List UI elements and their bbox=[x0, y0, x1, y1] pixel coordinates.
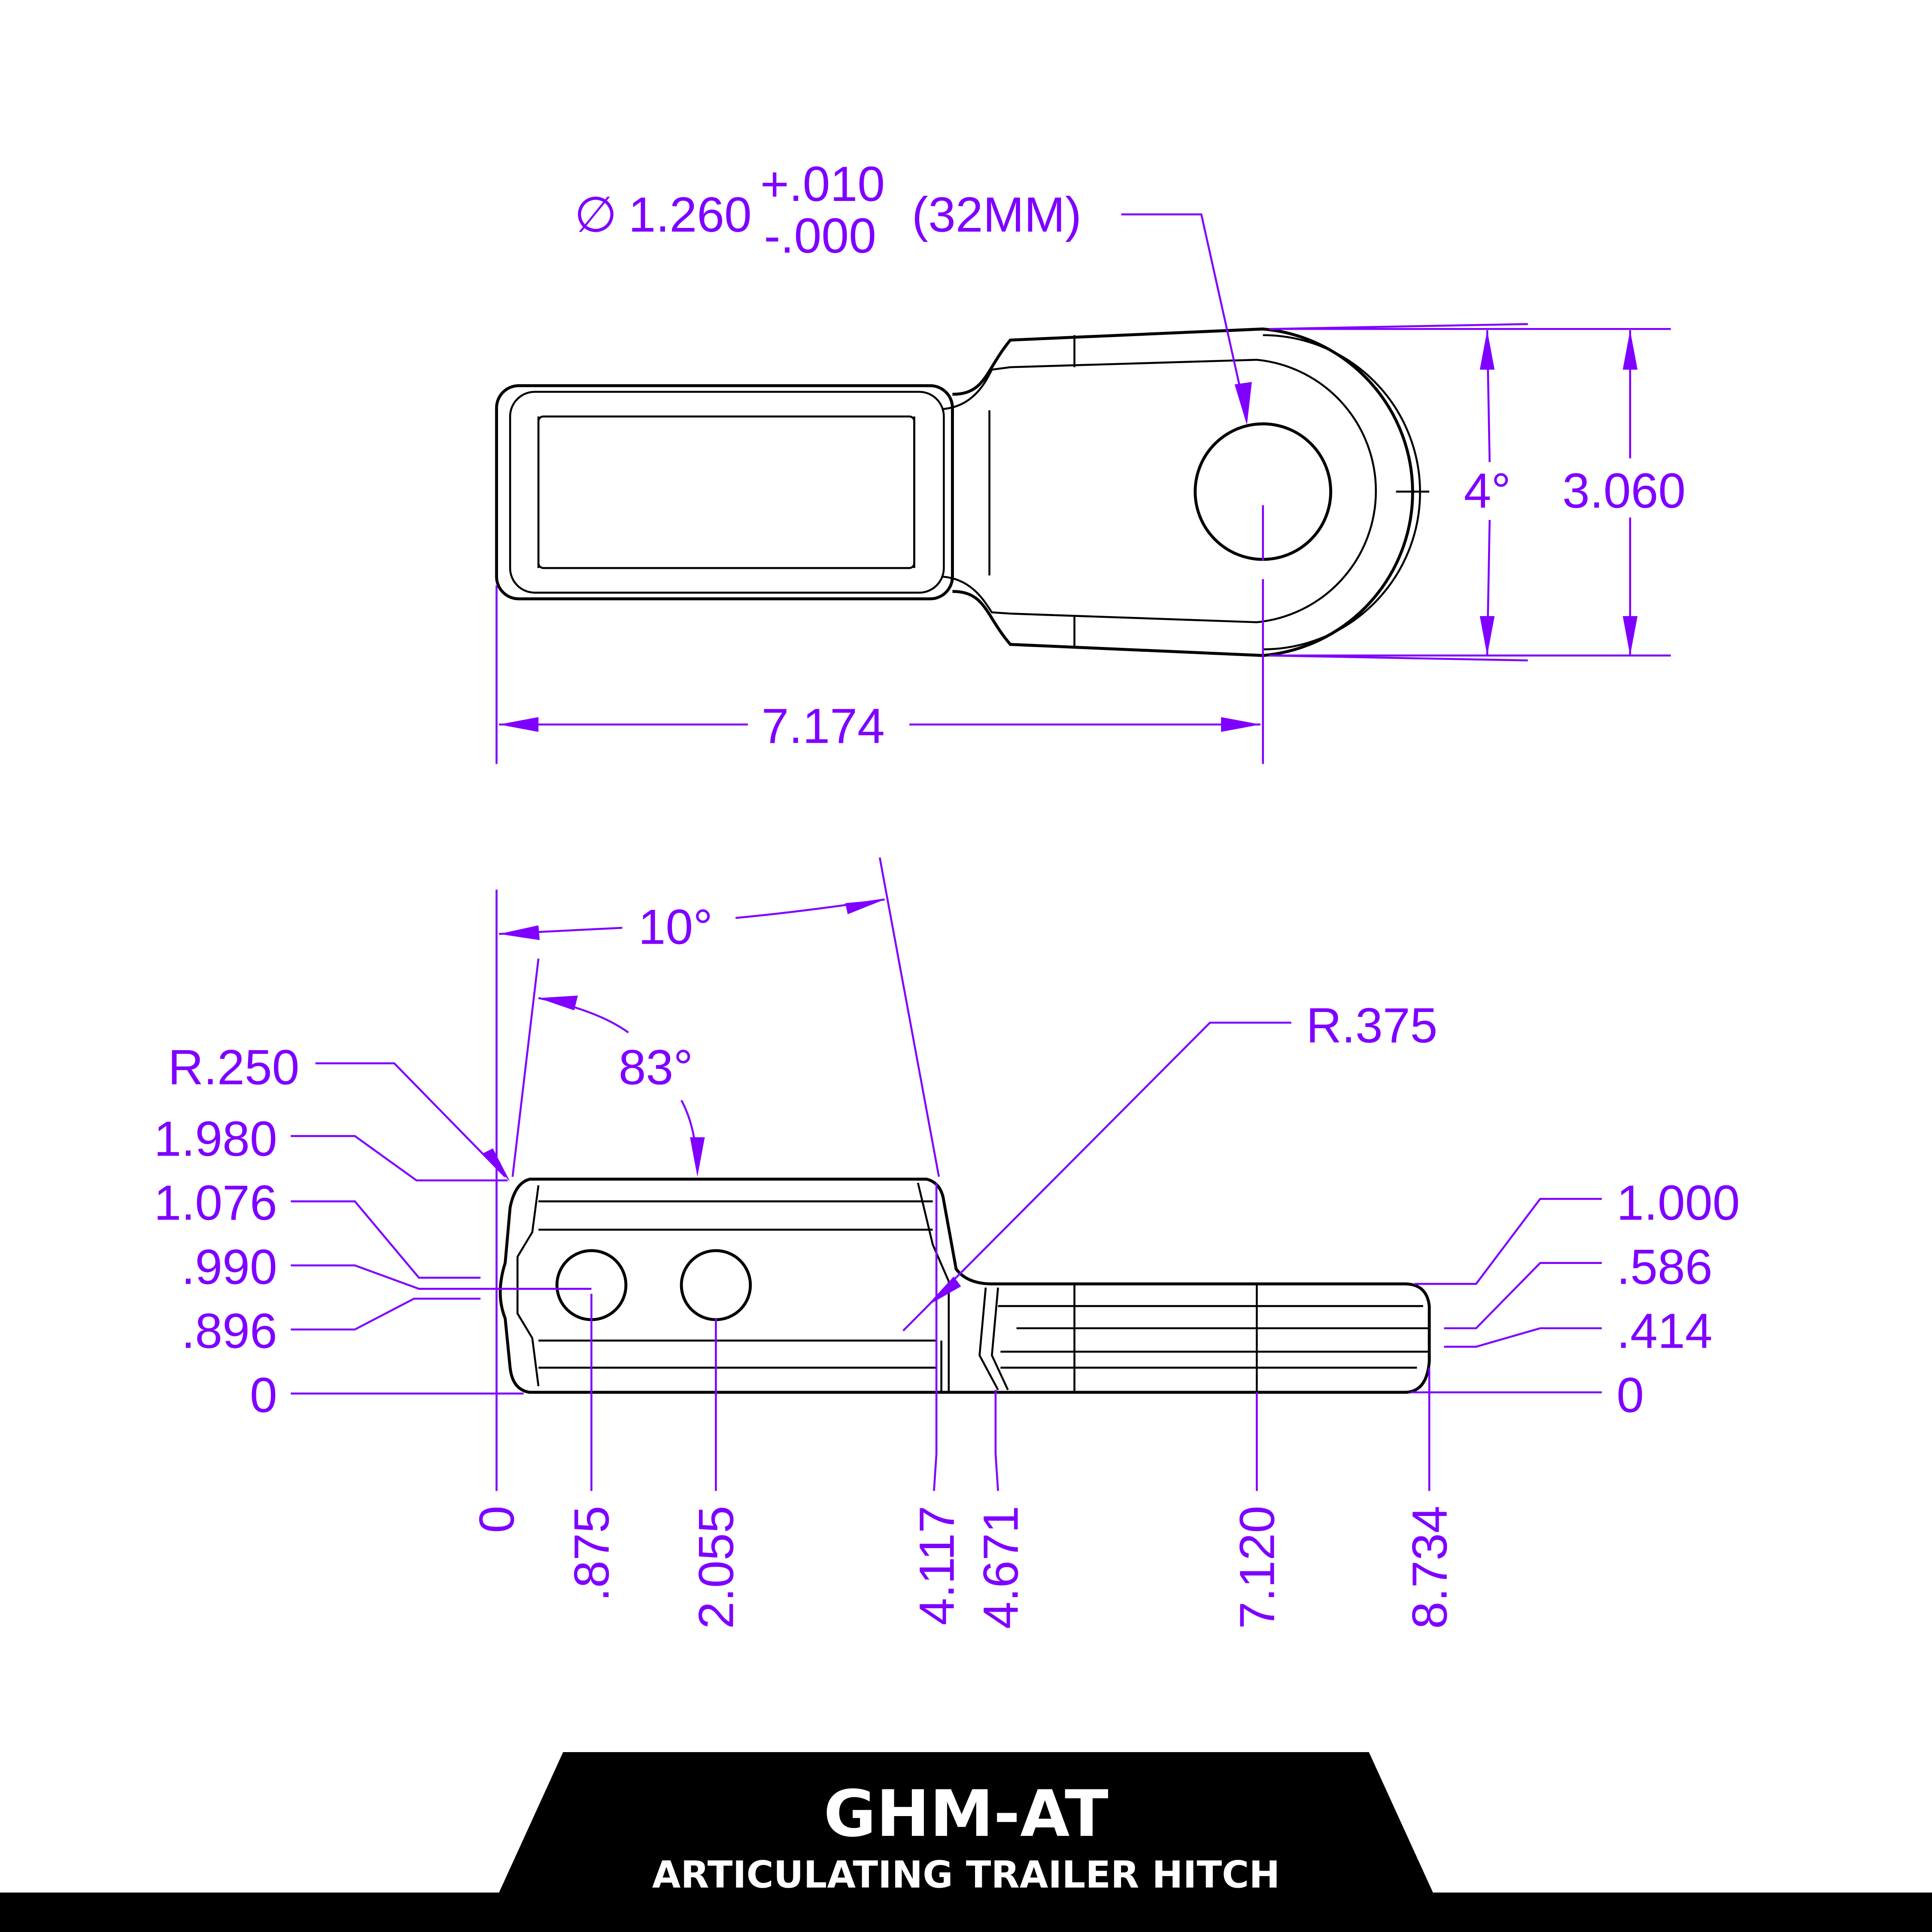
model-number: GHM-AT bbox=[823, 1777, 1108, 1851]
tolerance-plus: +.010 bbox=[760, 157, 885, 212]
left-height-label: .990 bbox=[181, 1239, 277, 1294]
right-height-label: 1.000 bbox=[1616, 1176, 1740, 1230]
diameter-value: 1.260 bbox=[629, 188, 752, 243]
side-view-part bbox=[498, 1178, 1431, 1394]
left-height-label: 0 bbox=[250, 1368, 277, 1423]
x-position-label: .875 bbox=[565, 1506, 620, 1601]
left-height-label: 1.980 bbox=[154, 1112, 277, 1166]
side-view-dimensions: 10° 83° R.250 R.375 1.980 1.076 .990 .89… bbox=[154, 857, 1740, 1629]
x-position-label: 4.117 bbox=[909, 1506, 964, 1625]
x-position-label: 0 bbox=[470, 1506, 525, 1533]
footer-banner: GHM-AT ARTICULATING TRAILER HITCH bbox=[0, 1752, 1932, 1932]
top-view-dimensions: ∅ 1.260 +.010 -.000 (32MM) 4° 3.060 7.17… bbox=[495, 157, 1686, 764]
top-view-part bbox=[495, 327, 1430, 657]
right-height-label: .414 bbox=[1616, 1304, 1712, 1359]
tolerance-minus: -.000 bbox=[764, 208, 876, 263]
x-position-label: 8.734 bbox=[1402, 1506, 1457, 1629]
taper-angle-label: 4° bbox=[1464, 463, 1511, 518]
radius-large-label: R.375 bbox=[1306, 998, 1437, 1053]
radius-small-label: R.250 bbox=[168, 1040, 299, 1095]
right-height-label: .586 bbox=[1616, 1239, 1712, 1294]
x-position-label: 7.120 bbox=[1230, 1506, 1285, 1629]
offset-angle-label: 10° bbox=[638, 899, 713, 954]
left-height-label: 1.076 bbox=[154, 1176, 277, 1230]
x-position-label: 4.671 bbox=[974, 1506, 1029, 1629]
pin-hole-2 bbox=[680, 1249, 752, 1321]
diameter-symbol: ∅ bbox=[574, 188, 617, 243]
bend-angle-label: 83° bbox=[619, 1040, 693, 1095]
diameter-metric: (32MM) bbox=[912, 188, 1081, 243]
overall-length-label: 7.174 bbox=[762, 699, 885, 754]
eye-height-label: 3.060 bbox=[1562, 463, 1686, 518]
x-position-label: 2.055 bbox=[689, 1506, 744, 1629]
left-height-label: .896 bbox=[181, 1304, 277, 1359]
right-height-label: 0 bbox=[1616, 1368, 1644, 1423]
product-name: ARTICULATING TRAILER HITCH bbox=[652, 1854, 1280, 1897]
